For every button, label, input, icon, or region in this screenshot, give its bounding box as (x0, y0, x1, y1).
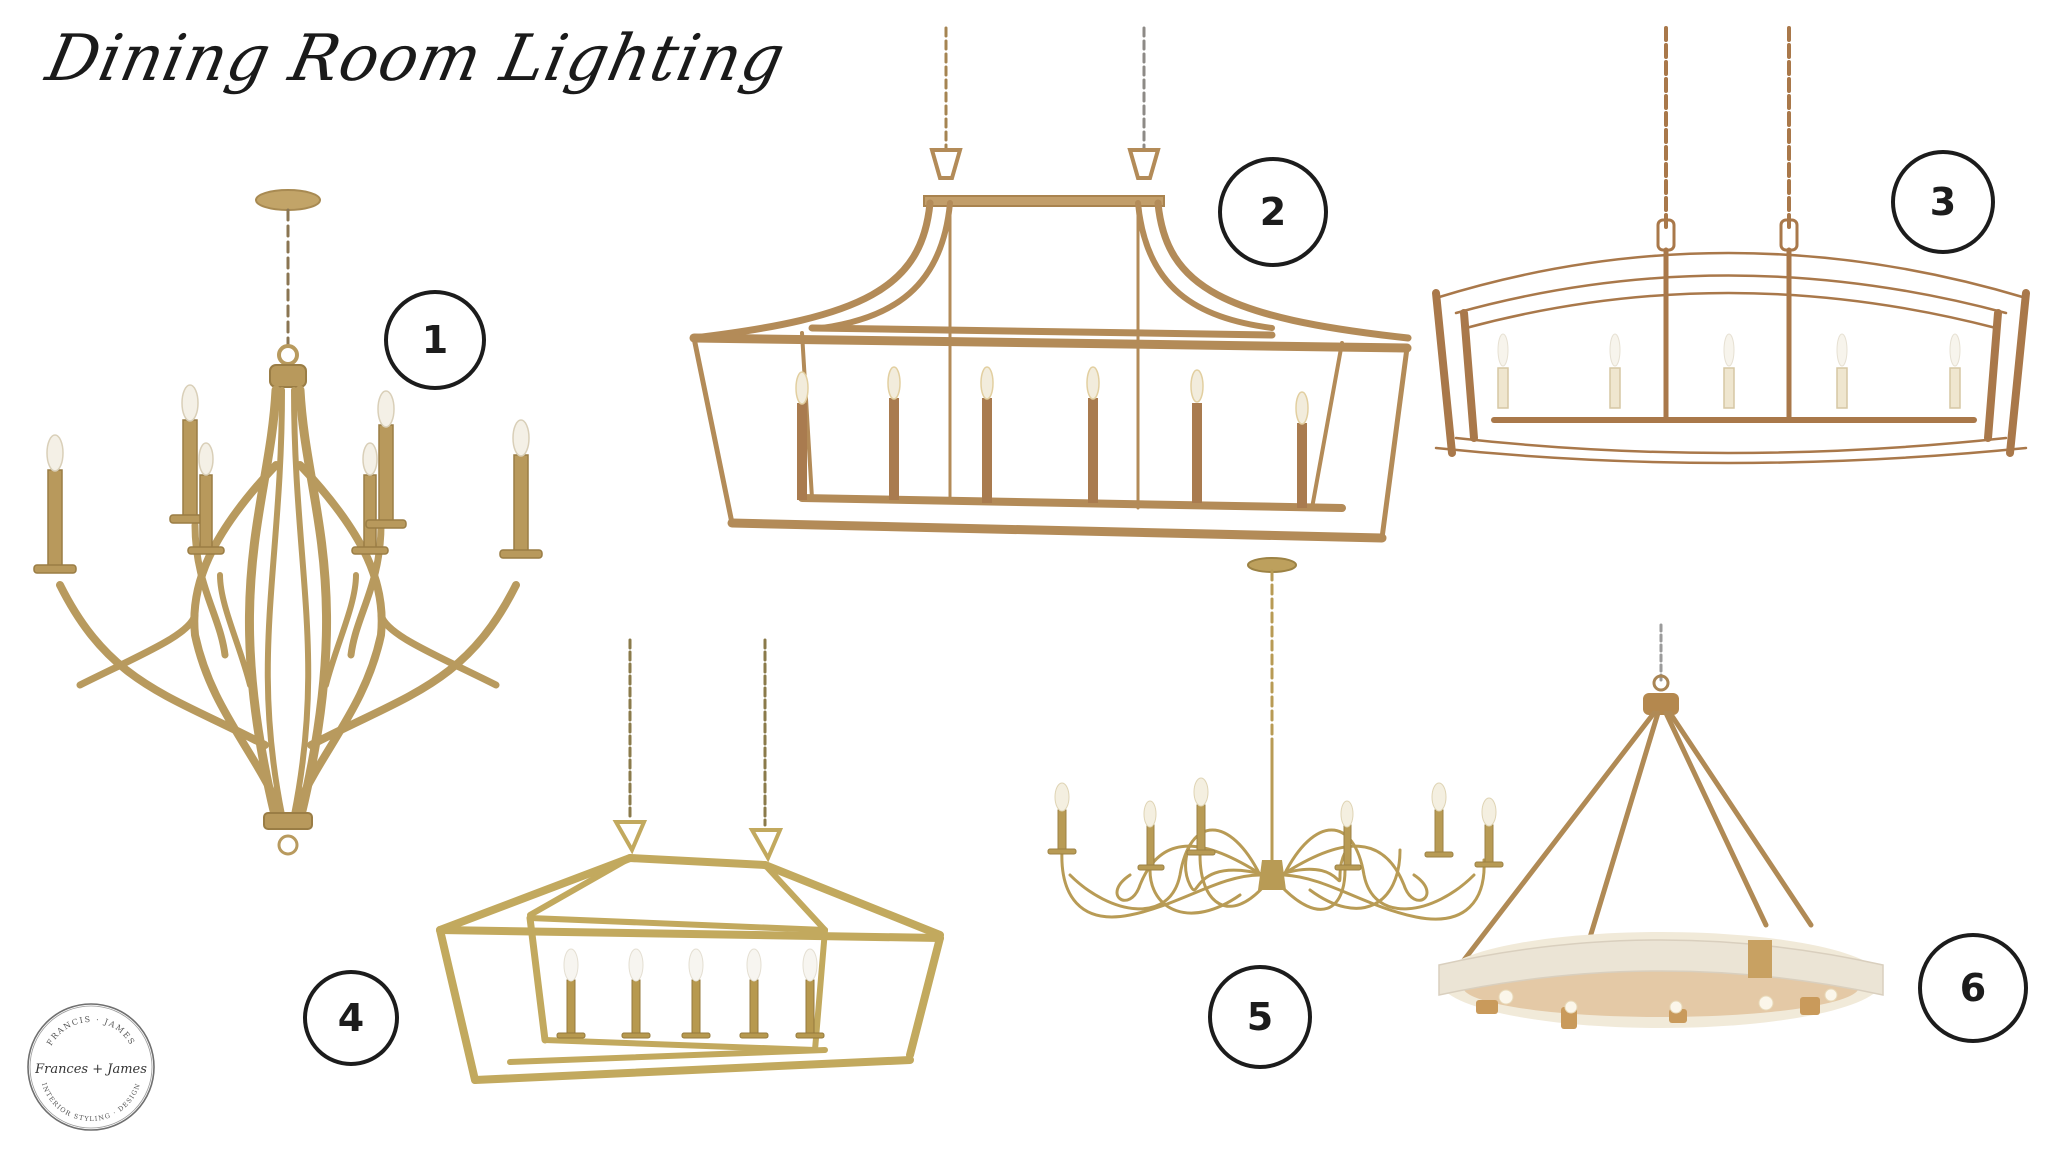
fixture-2-number-label: 2 (1218, 157, 1328, 267)
fixture-1-number-label: 1 (384, 290, 486, 390)
logo-script-text: Frances + James (34, 1062, 147, 1077)
fixture-3-linear-chandelier (1426, 26, 2036, 468)
logo-circle-icon: FRANCIS · JAMES Frances + James INTERIOR… (27, 1003, 155, 1131)
chandelier-5-illustration (1047, 557, 1504, 921)
fixture-4-number-label: 4 (303, 970, 399, 1066)
fixture-5-wire-chandelier (1040, 555, 1520, 935)
logo-top-arc-text: FRANCIS · JAMES (45, 1015, 135, 1047)
chandelier-1-illustration (33, 189, 543, 856)
fixture-2-pagoda-lantern (689, 26, 1412, 553)
fixture-4-cage-lantern (430, 638, 950, 1090)
brand-logo-stamp: FRANCIS · JAMES Frances + James INTERIOR… (24, 1000, 158, 1134)
fixture-6-ring-chandelier (1436, 623, 1906, 1040)
fixture-6-number-label: 6 (1918, 933, 2028, 1043)
ring-chandelier-6-illustration (1438, 623, 1884, 1029)
linear-chandelier-3-illustration (1432, 26, 2030, 465)
fixture-3-number-label: 3 (1891, 150, 1995, 254)
fixture-1-chandelier (20, 185, 600, 856)
fixture-5-number-label: 5 (1208, 965, 1312, 1069)
board-title: Dining Room Lighting (40, 22, 792, 96)
lantern-2-illustration (689, 26, 1412, 543)
svg-text:FRANCIS · JAMES: FRANCIS · JAMES (45, 1015, 137, 1047)
lantern-4-illustration (436, 638, 944, 1084)
